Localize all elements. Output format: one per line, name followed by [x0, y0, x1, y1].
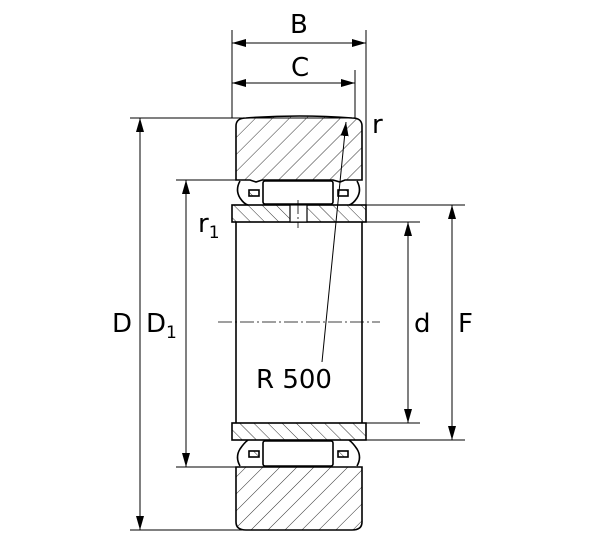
label-D1: D1: [146, 309, 177, 343]
inner-ring-bottom: [231, 422, 367, 441]
roller-bottom: [262, 440, 334, 467]
label-D: D: [112, 309, 132, 339]
outer-ring-bottom: [235, 466, 363, 531]
label-r: r: [372, 110, 383, 140]
label-B: B: [290, 10, 308, 40]
lubrication-hole: [289, 204, 308, 223]
label-d: d: [414, 309, 431, 339]
label-F: F: [458, 309, 473, 339]
centerlines: [218, 200, 380, 323]
radius-leader: [321, 121, 349, 363]
outer-ring-top: [235, 115, 363, 183]
bore: [235, 222, 363, 423]
label-r1: r1: [198, 209, 220, 243]
label-C: C: [291, 53, 309, 83]
dimension-lines: [136, 39, 456, 530]
label-R500: R 500: [256, 365, 332, 395]
seals: [236, 180, 361, 467]
